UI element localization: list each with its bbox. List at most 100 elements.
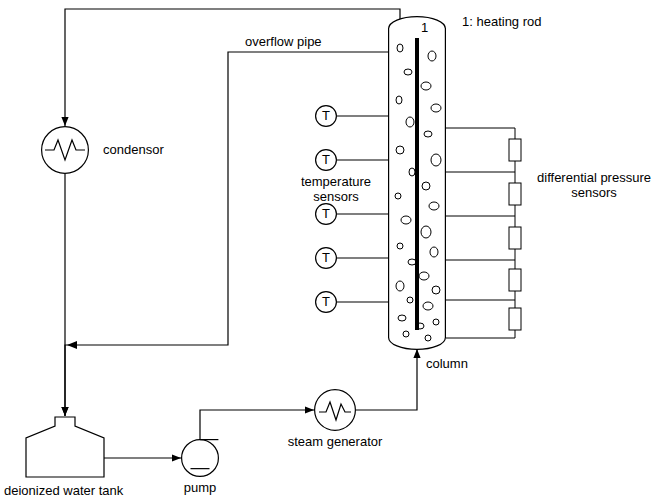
flow-pipe bbox=[65, 9, 400, 126]
temperature-sensor: T bbox=[315, 291, 337, 313]
bubble bbox=[396, 281, 404, 291]
bubble bbox=[431, 104, 441, 112]
temperature-sensor: T bbox=[315, 203, 337, 225]
tap-line bbox=[446, 260, 515, 261]
water-tank: deionized water tank bbox=[25, 416, 105, 478]
flow-pipe bbox=[104, 457, 181, 458]
tap-line bbox=[446, 338, 515, 339]
tap-line bbox=[515, 300, 516, 308]
bubble bbox=[419, 272, 429, 280]
temperature-sensor: T bbox=[315, 149, 337, 171]
pressure-sensor-symbol bbox=[509, 139, 521, 161]
circle-outline bbox=[42, 127, 89, 174]
tap-line bbox=[515, 330, 516, 338]
bubble bbox=[431, 154, 441, 166]
sensor-letter: T bbox=[315, 247, 337, 269]
bubble bbox=[422, 182, 430, 190]
component-label: steam generator bbox=[288, 434, 383, 449]
tap-line bbox=[446, 172, 515, 173]
temperature-sensor: T bbox=[315, 247, 337, 269]
group-label: differential pressure sensors bbox=[530, 170, 658, 200]
circle-outline bbox=[316, 292, 337, 313]
tap-line bbox=[446, 128, 515, 129]
tap-line bbox=[515, 172, 516, 183]
tap-line bbox=[515, 128, 516, 139]
tap-line bbox=[515, 249, 516, 260]
bubble bbox=[396, 96, 402, 104]
pipe-label: overflow pipe bbox=[243, 34, 324, 49]
temperature-sensor: T bbox=[315, 105, 337, 127]
bubble bbox=[421, 82, 431, 90]
component-label: pump bbox=[184, 480, 217, 495]
bubble bbox=[425, 335, 431, 341]
sensor-lead bbox=[337, 115, 388, 116]
pressure-sensor-symbol bbox=[509, 308, 521, 330]
bubble bbox=[398, 315, 406, 321]
component-label: condensor bbox=[103, 142, 164, 157]
component-label: deionized water tank bbox=[4, 483, 123, 498]
bubble bbox=[433, 319, 439, 325]
bubble bbox=[404, 69, 412, 75]
bubble bbox=[408, 259, 416, 265]
sensor-letter: T bbox=[315, 149, 337, 171]
bubble bbox=[401, 216, 411, 224]
tap-line bbox=[515, 216, 516, 227]
pump-symbol-outline bbox=[181, 439, 219, 477]
bubble bbox=[424, 131, 432, 137]
sensor-lead bbox=[337, 213, 388, 214]
circle-outline bbox=[316, 248, 337, 269]
bubble bbox=[395, 193, 401, 199]
circle-outline bbox=[315, 390, 356, 431]
heater-coil-symbol bbox=[319, 402, 351, 420]
condensor-symbol-outline bbox=[41, 126, 89, 174]
tap-line bbox=[446, 300, 515, 301]
pressure-sensor-symbol bbox=[509, 183, 521, 205]
column-vessel-outline bbox=[388, 16, 446, 350]
flow-pipe bbox=[65, 52, 388, 416]
pressure-sensor-symbol bbox=[509, 269, 521, 291]
pump-outlet bbox=[200, 439, 218, 440]
column-vessel: column bbox=[388, 16, 446, 350]
sensor-lead bbox=[337, 257, 388, 258]
pump-symbol: pump bbox=[181, 439, 219, 477]
bubble bbox=[407, 297, 413, 303]
circle-outline bbox=[316, 150, 337, 171]
circle-outline bbox=[182, 440, 219, 477]
callout-legend: 1: heating rod bbox=[462, 14, 542, 29]
sensor-letter: T bbox=[315, 291, 337, 313]
bubble bbox=[397, 44, 403, 52]
callout-number: 1 bbox=[421, 20, 428, 35]
steam-generator-symbol: steam generator bbox=[314, 389, 356, 431]
group-label: temperature sensors bbox=[296, 174, 376, 204]
bubble bbox=[396, 146, 404, 154]
heating-rod bbox=[415, 38, 419, 330]
pressure-sensor-symbol bbox=[509, 227, 521, 249]
pressure-taps bbox=[446, 128, 521, 338]
bubble bbox=[421, 226, 431, 238]
bubble bbox=[430, 247, 438, 257]
bubble bbox=[432, 286, 440, 294]
bubble bbox=[403, 331, 409, 337]
circle-outline bbox=[316, 204, 337, 225]
bubble bbox=[423, 302, 433, 310]
condensor-symbol: condensor bbox=[41, 126, 89, 174]
column-outline bbox=[389, 17, 446, 350]
tap-line bbox=[515, 260, 516, 269]
bubble bbox=[397, 243, 403, 249]
sensor-letter: T bbox=[315, 105, 337, 127]
tap-line bbox=[515, 291, 516, 300]
circle-outline bbox=[316, 106, 337, 127]
bubble bbox=[409, 168, 415, 176]
water-tank-outline bbox=[25, 416, 105, 478]
steam-generator-symbol-outline bbox=[314, 389, 356, 431]
tap-line bbox=[515, 161, 516, 172]
flow-pipe bbox=[356, 349, 417, 410]
bubble bbox=[428, 51, 436, 61]
tap-line bbox=[446, 216, 515, 217]
component-label: column bbox=[426, 356, 468, 371]
tank-outline bbox=[26, 417, 104, 477]
sensor-lead bbox=[337, 301, 388, 302]
bubble bbox=[406, 117, 414, 127]
